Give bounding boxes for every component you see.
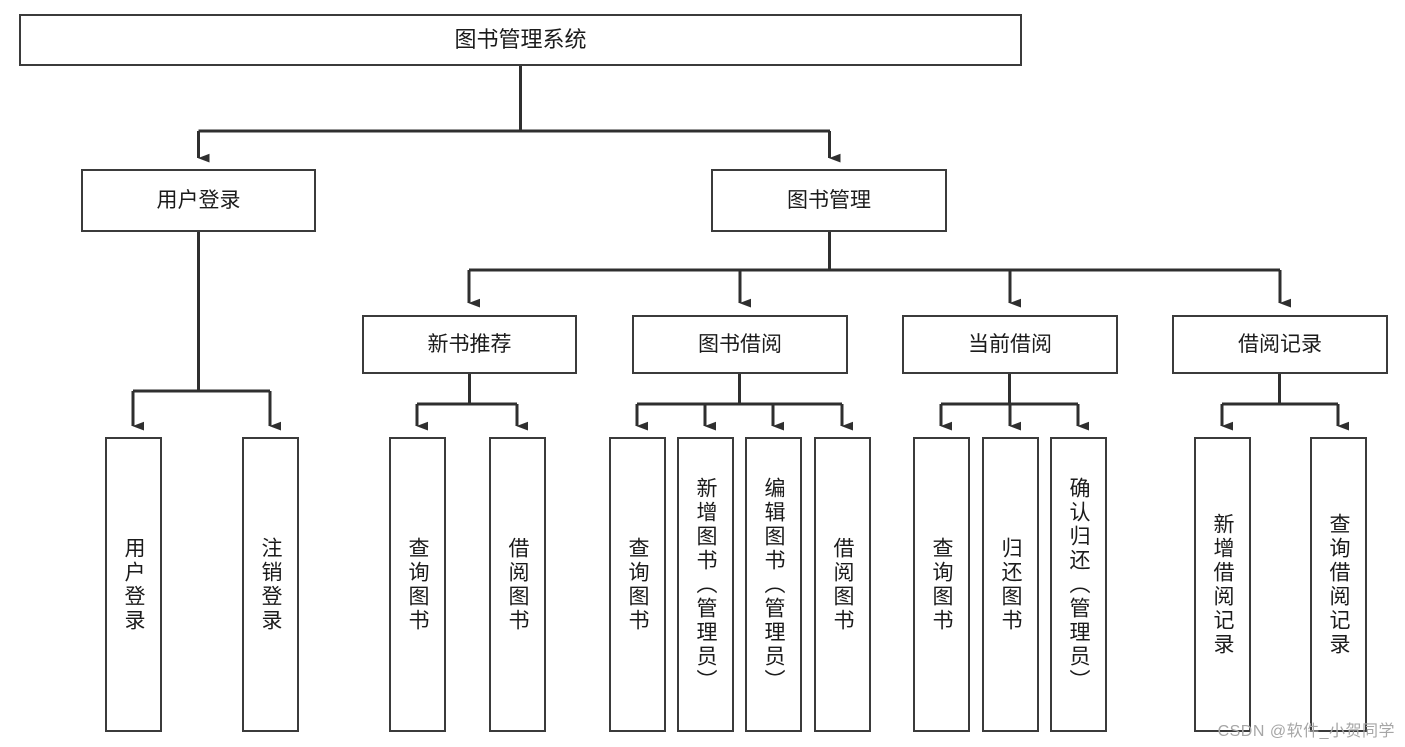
node-label: 图书管理系统 [454,26,587,52]
node-label: 查询图书 [406,536,429,633]
leaf-borrow-book-recommend[interactable]: 借阅图书 [489,437,546,732]
leaf-query-book-current[interactable]: 查询图书 [913,437,970,732]
leaf-query-book-recommend[interactable]: 查询图书 [389,437,446,732]
node-label: 确认归还（管理员） [1067,476,1090,693]
node-label: 注销登录 [259,536,282,633]
node-new-book-recommend[interactable]: 新书推荐 [362,315,577,374]
node-user-login[interactable]: 用户登录 [81,169,316,232]
node-label: 查询图书 [930,536,953,633]
leaf-query-book-borrow[interactable]: 查询图书 [609,437,666,732]
leaf-return-book[interactable]: 归还图书 [982,437,1039,732]
node-label: 图书管理 [787,188,871,212]
node-label: 归还图书 [999,536,1022,633]
node-book-management[interactable]: 图书管理 [711,169,947,232]
leaf-borrow-book[interactable]: 借阅图书 [814,437,871,732]
node-label: 当前借阅 [968,332,1052,356]
node-label: 查询借阅记录 [1327,512,1350,657]
leaf-user-login[interactable]: 用户登录 [105,437,162,732]
node-label: 借阅图书 [506,536,529,633]
node-label: 新增借阅记录 [1211,512,1234,657]
node-label: 借阅图书 [831,536,854,633]
node-label: 编辑图书（管理员） [762,476,785,693]
watermark: CSDN @软件_小贺同学 [1217,723,1395,740]
node-label: 新增图书（管理员） [694,476,717,693]
node-label: 借阅记录 [1238,332,1322,356]
node-label: 用户登录 [156,188,241,212]
leaf-query-borrow-record[interactable]: 查询借阅记录 [1310,437,1367,732]
leaf-add-book-admin[interactable]: 新增图书（管理员） [677,437,734,732]
leaf-edit-book-admin[interactable]: 编辑图书（管理员） [745,437,802,732]
node-label: 新书推荐 [427,332,512,356]
node-borrow-record[interactable]: 借阅记录 [1172,315,1388,374]
leaf-add-borrow-record[interactable]: 新增借阅记录 [1194,437,1251,732]
node-current-borrow[interactable]: 当前借阅 [902,315,1118,374]
node-root-system[interactable]: 图书管理系统 [19,14,1022,66]
leaf-logout[interactable]: 注销登录 [242,437,299,732]
node-label: 用户登录 [122,536,145,633]
node-book-borrow[interactable]: 图书借阅 [632,315,848,374]
node-label: 图书借阅 [698,332,782,356]
node-label: 查询图书 [626,536,649,633]
leaf-confirm-return-admin[interactable]: 确认归还（管理员） [1050,437,1107,732]
